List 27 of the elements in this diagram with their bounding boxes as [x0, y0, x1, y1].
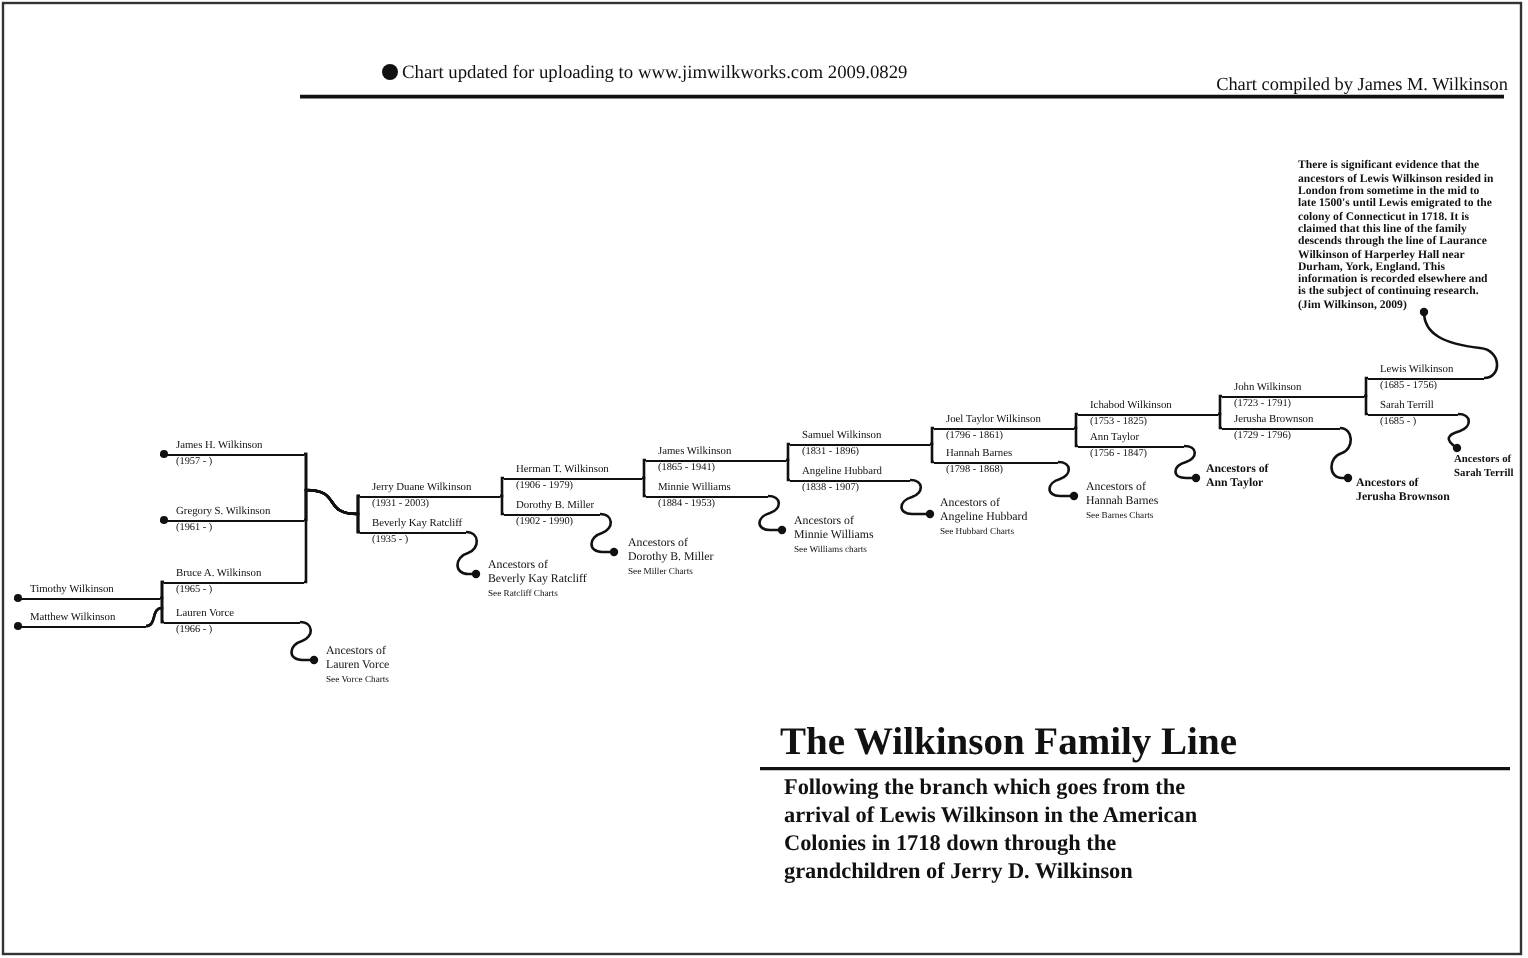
wavy-connector	[290, 620, 319, 665]
wavy-connector	[456, 530, 481, 579]
connector-line	[145, 606, 165, 628]
connector-line	[641, 476, 647, 498]
connector-line	[1217, 394, 1223, 416]
connector-line	[499, 494, 505, 516]
connector-line	[1073, 426, 1079, 448]
connector-line	[1363, 394, 1369, 416]
connector-line	[785, 442, 791, 462]
wavy-connector	[1174, 444, 1201, 483]
connector-line	[499, 476, 505, 498]
connector-line	[929, 426, 935, 446]
connector-line	[929, 442, 935, 464]
wavy-connector	[900, 478, 935, 519]
connector-line	[785, 458, 791, 482]
wavy-connector	[758, 494, 787, 535]
connector-line	[641, 458, 647, 480]
update-note: Chart updated for uploading to www.jimwilkworks.com 2009.0829	[402, 62, 908, 86]
connector-line	[302, 488, 362, 584]
wavy-connector	[1330, 426, 1353, 483]
wavy-connector	[1419, 307, 1499, 380]
compiler-credit: Chart compiled by James M. Wilkinson	[1216, 71, 1508, 95]
chart-title: The Wilkinson Family Line	[780, 722, 1237, 766]
wavy-connector	[1048, 460, 1079, 501]
connector-line	[1363, 376, 1369, 398]
chart-subtitle: Following the branch which goes from the arrival of Lewis Wilkinson in the American Colonies in 1718 down through the grandchildren of Jerry D. Wilkinson	[784, 774, 1200, 886]
wavy-connector	[590, 512, 619, 557]
